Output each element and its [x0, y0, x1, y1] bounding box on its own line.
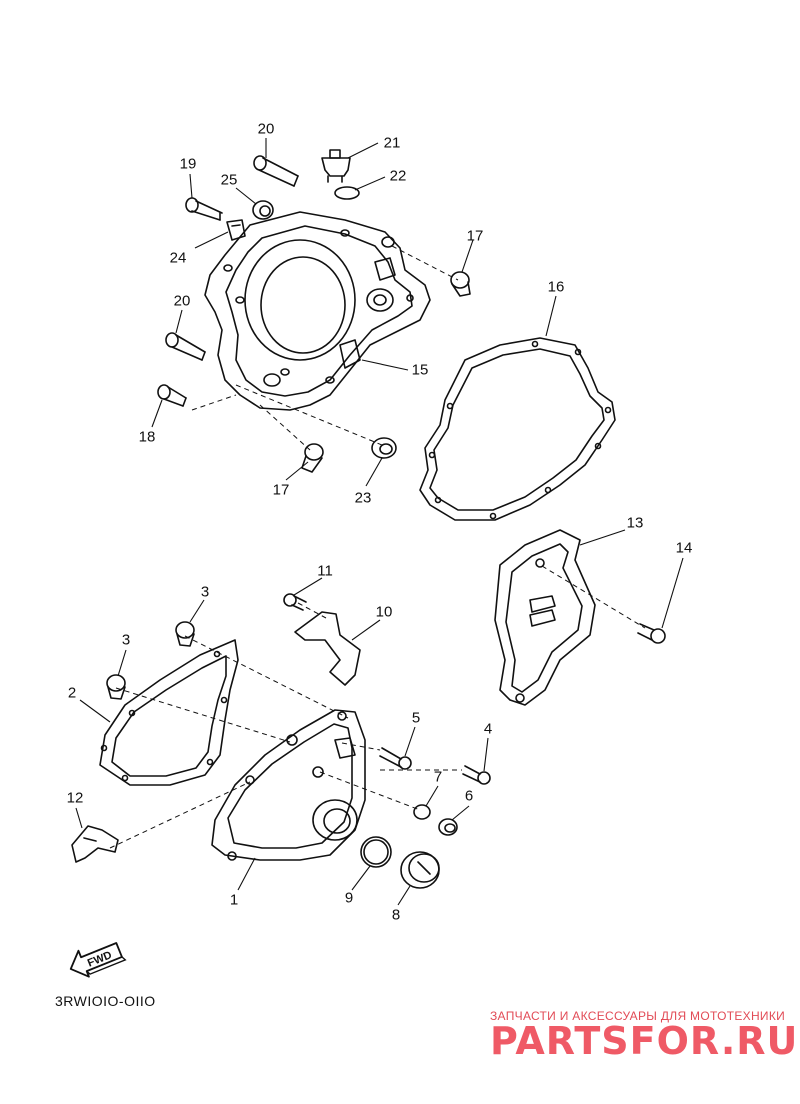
callout-16: 16 [547, 278, 565, 296]
bolt-19 [185, 197, 223, 221]
dowel-pin-17-bottom [301, 443, 324, 473]
forward-arrow-icon: FWD [69, 942, 127, 978]
callout-15: 15 [411, 361, 429, 379]
callout-24: 24 [169, 249, 187, 267]
oil-seal-23 [371, 437, 397, 459]
callout-19: 19 [179, 155, 197, 173]
gasket-2 [99, 639, 239, 786]
bolt-20-top [253, 155, 299, 187]
callout-4: 4 [483, 720, 493, 738]
o-ring-7 [413, 804, 431, 820]
dowel-pin-17-top [450, 271, 471, 297]
crankcase-cover-15 [204, 211, 431, 411]
callout-3-bottom: 3 [121, 631, 131, 649]
callout-13: 13 [626, 514, 644, 532]
callout-10: 10 [375, 603, 393, 621]
collar-3-top [175, 621, 195, 647]
bolt-4 [462, 765, 491, 785]
callout-17-top: 17 [466, 227, 484, 245]
callout-25: 25 [220, 171, 238, 189]
callout-12: 12 [66, 789, 84, 807]
bolt-5 [379, 747, 412, 770]
callout-18: 18 [138, 428, 156, 446]
plug-8 [400, 851, 440, 889]
damper-24 [226, 219, 246, 241]
sprocket-cover-13 [494, 529, 596, 706]
callout-3-top: 3 [200, 583, 210, 601]
bolt-20-left [165, 332, 206, 361]
clip-12 [71, 825, 119, 863]
bolt-18 [157, 384, 187, 407]
diagram-code: 3RWIOIO-OIIO [55, 993, 156, 1009]
callout-14: 14 [675, 539, 693, 557]
o-ring-22 [334, 186, 360, 200]
o-ring-9 [360, 836, 392, 868]
callout-20-top: 20 [257, 120, 275, 138]
bolt-11 [283, 593, 307, 611]
callout-23: 23 [354, 489, 372, 507]
callout-21: 21 [383, 134, 401, 152]
bracket-10 [294, 611, 361, 686]
oil-seal-25 [252, 200, 274, 220]
callout-8: 8 [391, 906, 401, 924]
callout-11: 11 [317, 562, 333, 580]
callout-17-bottom: 17 [272, 481, 290, 499]
plug-6 [438, 818, 458, 836]
crankcase-cover-1 [211, 709, 366, 861]
callout-20-left: 20 [173, 292, 191, 310]
gasket-16 [419, 337, 616, 521]
callout-9: 9 [344, 889, 354, 907]
bolt-14 [637, 623, 666, 644]
oil-filler-plug-21 [321, 149, 351, 183]
collar-3-bottom [106, 674, 126, 700]
callout-5: 5 [411, 709, 421, 727]
callout-6: 6 [464, 787, 474, 805]
callout-22: 22 [389, 167, 407, 185]
watermark-logo: PARTSFOR.RU [490, 1019, 799, 1063]
callout-7: 7 [433, 768, 443, 786]
callout-2: 2 [67, 684, 77, 702]
callout-1: 1 [229, 891, 239, 909]
watermark-tagline: ЗАПЧАСТИ И АКСЕССУАРЫ ДЛЯ МОТОТЕХНИКИ [490, 1009, 786, 1023]
